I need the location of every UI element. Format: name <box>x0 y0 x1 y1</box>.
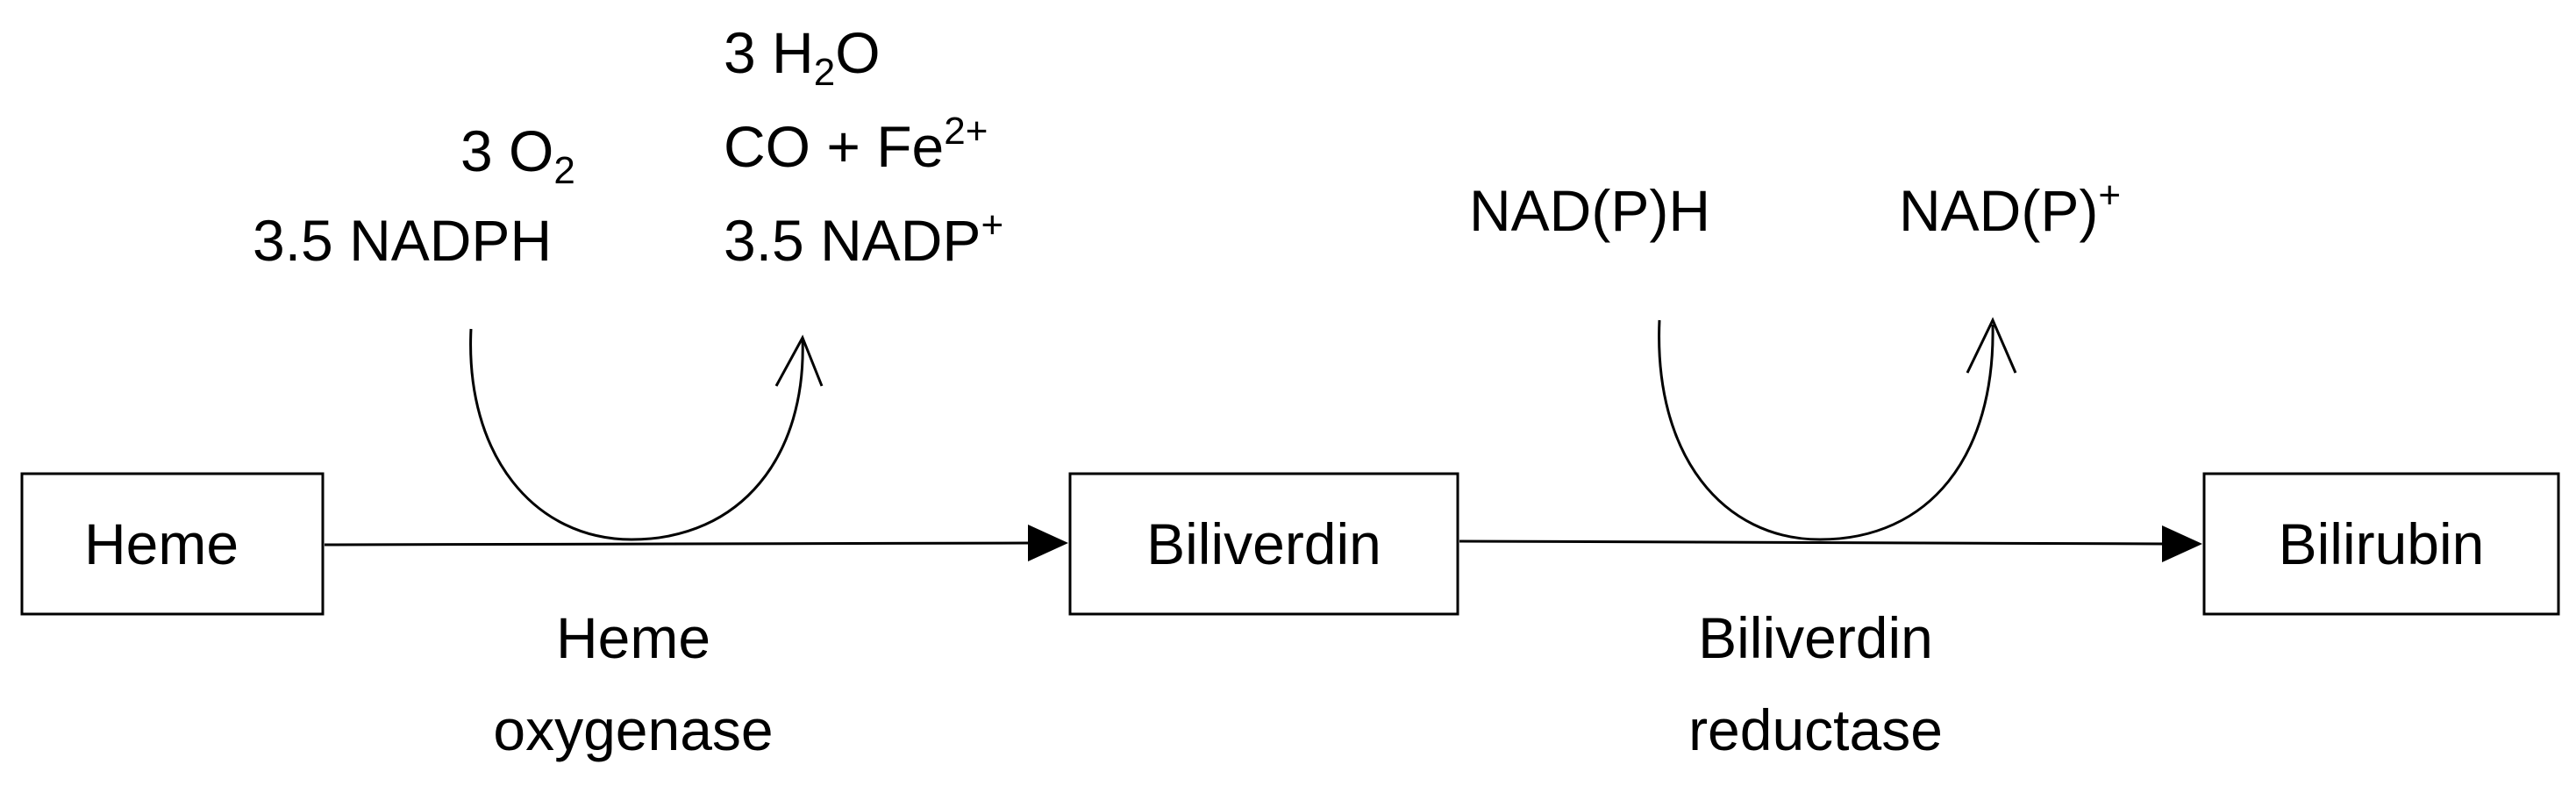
curved-arrow-biliverdin-reductase <box>1658 317 2017 541</box>
nadp-plus-label: NAD(P)+ <box>1899 174 2121 243</box>
enzyme-biliverdin-reductase-line2: reductase <box>1688 697 1943 762</box>
node-bilirubin: Bilirubin <box>2202 472 2560 616</box>
nadp-label: 3.5 NADP+ <box>724 204 1003 273</box>
arrow-heme-to-biliverdin <box>324 525 1068 561</box>
enzyme-heme-oxygenase-line1: Heme <box>556 605 710 670</box>
enzyme-heme-oxygenase-line2: oxygenase <box>493 697 773 762</box>
node-biliverdin-label: Biliverdin <box>1146 511 1381 576</box>
enzyme-biliverdin-reductase-line1: Biliverdin <box>1698 605 1933 670</box>
arrow-biliverdin-to-bilirubin <box>1459 525 2202 562</box>
o2-label: 3 O2 <box>460 118 575 192</box>
nadph-step2-label: NAD(P)H <box>1469 178 1710 243</box>
node-heme-label: Heme <box>84 511 239 576</box>
node-biliverdin: Biliverdin <box>1068 472 1459 616</box>
curved-arrow-heme-oxygenase <box>469 328 824 541</box>
enzyme-biliverdin-reductase: Biliverdin reductase <box>1688 605 1943 762</box>
enzyme-heme-oxygenase: Heme oxygenase <box>493 605 773 762</box>
water-label: 3 H2O <box>724 20 881 94</box>
node-heme: Heme <box>20 472 325 616</box>
co-fe-label: CO + Fe2+ <box>724 110 988 179</box>
nadph-label: 3.5 NADPH <box>253 208 552 273</box>
node-bilirubin-label: Bilirubin <box>2279 511 2485 576</box>
